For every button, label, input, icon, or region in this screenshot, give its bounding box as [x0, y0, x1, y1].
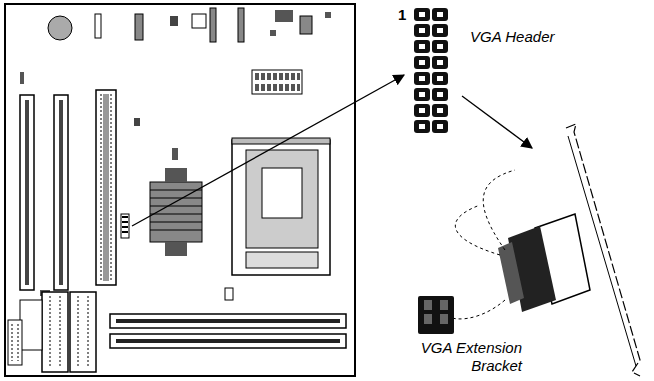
- part-label: VGA Header: [470, 28, 600, 46]
- part-label: VGA Extension Bracket: [388, 339, 522, 375]
- pin-number: 1: [398, 6, 412, 24]
